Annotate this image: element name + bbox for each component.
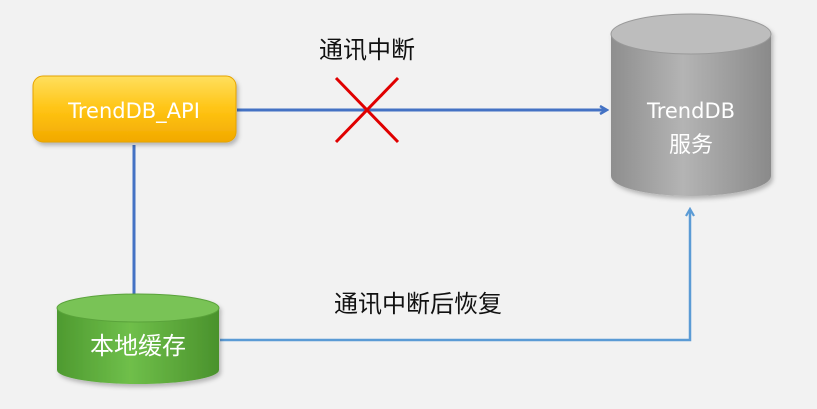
node-trenddb-api bbox=[32, 75, 237, 143]
edge-label-recovered: 通讯中断后恢复 bbox=[334, 290, 502, 318]
edge-label-interrupted: 通讯中断 bbox=[319, 36, 415, 64]
node-local-cache-label: 本地缓存 bbox=[90, 332, 186, 360]
node-local-cache bbox=[56, 293, 220, 384]
node-trenddb-server-label-2: 服务 bbox=[669, 133, 713, 158]
interrupted-cross-icon bbox=[334, 76, 400, 144]
node-trenddb-api-label: TrendDB_API bbox=[67, 99, 200, 124]
node-trenddb-server bbox=[610, 13, 772, 196]
node-trenddb-server-label-1: TrendDB bbox=[646, 99, 735, 123]
edge-cache-to-server bbox=[220, 210, 690, 342]
